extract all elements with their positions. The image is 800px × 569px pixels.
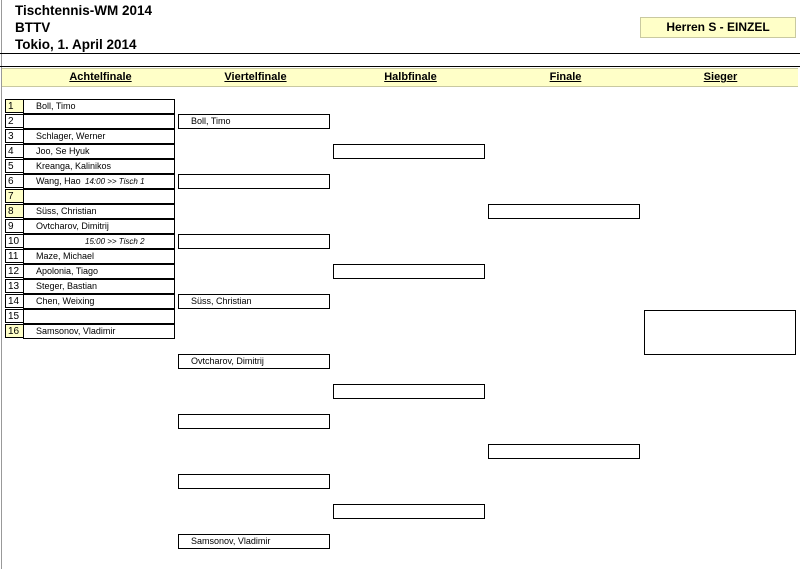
seed-number: 8 — [5, 204, 23, 218]
match-schedule-note: 15:00 >> Tisch 2 — [85, 237, 145, 246]
player-slot-final[interactable] — [488, 204, 640, 219]
seed-number: 14 — [5, 294, 23, 308]
event-badge: Herren S - EINZEL — [640, 17, 796, 38]
seed-number: 1 — [5, 99, 23, 113]
seed-number: 4 — [5, 144, 23, 158]
seed-number: 10 — [5, 234, 23, 248]
seed-number: 12 — [5, 264, 23, 278]
player-slot-qf[interactable] — [178, 234, 330, 249]
round-header-qf: Viertelfinale — [224, 71, 287, 83]
player-slot-qf[interactable]: Samsonov, Vladimir — [178, 534, 330, 549]
player-slot-qf[interactable] — [178, 474, 330, 489]
player-slot-r16[interactable]: Chen, Weixing — [23, 294, 175, 309]
seed-number: 5 — [5, 159, 23, 173]
seed-number: 9 — [5, 219, 23, 233]
seed-number: 2 — [5, 114, 23, 128]
round-header-bar: Achtelfinale Viertelfinale Halbfinale Fi… — [2, 68, 798, 87]
player-slot-r16[interactable]: Boll, Timo — [23, 99, 175, 114]
player-slot-sf[interactable] — [333, 504, 485, 519]
player-slot-r16[interactable]: Joo, Se Hyuk — [23, 144, 175, 159]
player-slot-qf[interactable]: Boll, Timo — [178, 114, 330, 129]
match-schedule-note: 14:00 >> Tisch 1 — [85, 177, 145, 186]
player-slot-r16[interactable]: Wang, Hao — [23, 174, 175, 189]
seed-number: 6 — [5, 174, 23, 188]
seed-number: 7 — [5, 189, 23, 203]
seed-number: 11 — [5, 249, 23, 263]
player-slot-r16[interactable]: Apolonia, Tiago — [23, 264, 175, 279]
player-slot-r16[interactable]: Ovtcharov, Dimitrij — [23, 219, 175, 234]
player-slot-r16[interactable]: Schlager, Werner — [23, 129, 175, 144]
player-slot-sf[interactable] — [333, 384, 485, 399]
seed-number: 3 — [5, 129, 23, 143]
round-header-sf: Halbfinale — [384, 71, 437, 83]
header-divider-2 — [0, 66, 800, 67]
venue-date: Tokio, 1. April 2014 — [15, 37, 137, 52]
round-header-winner: Sieger — [703, 71, 738, 83]
left-border — [1, 0, 2, 569]
player-slot-r16[interactable] — [23, 309, 175, 324]
player-slot-qf[interactable] — [178, 174, 330, 189]
player-slot-qf[interactable]: Süss, Christian — [178, 294, 330, 309]
round-header-r16: Achtelfinale — [69, 71, 132, 83]
round-header-final: Finale — [549, 71, 582, 83]
winner-slot[interactable] — [644, 310, 796, 355]
player-slot-qf[interactable] — [178, 414, 330, 429]
player-slot-r16[interactable] — [23, 234, 175, 249]
player-slot-r16[interactable]: Steger, Bastian — [23, 279, 175, 294]
player-slot-r16[interactable]: Süss, Christian — [23, 204, 175, 219]
player-slot-r16[interactable]: Samsonov, Vladimir — [23, 324, 175, 339]
seed-number: 16 — [5, 324, 23, 338]
player-slot-qf[interactable]: Ovtcharov, Dimitrij — [178, 354, 330, 369]
player-slot-r16[interactable]: Maze, Michael — [23, 249, 175, 264]
player-slot-r16[interactable]: Kreanga, Kalinikos — [23, 159, 175, 174]
seed-number: 13 — [5, 279, 23, 293]
player-slot-final[interactable] — [488, 444, 640, 459]
player-slot-r16[interactable] — [23, 189, 175, 204]
seed-number: 15 — [5, 309, 23, 323]
tournament-title: Tischtennis-WM 2014 — [15, 3, 153, 18]
player-slot-sf[interactable] — [333, 264, 485, 279]
player-slot-sf[interactable] — [333, 144, 485, 159]
player-slot-r16[interactable] — [23, 114, 175, 129]
header-divider — [0, 53, 800, 54]
organizer: BTTV — [15, 20, 51, 35]
